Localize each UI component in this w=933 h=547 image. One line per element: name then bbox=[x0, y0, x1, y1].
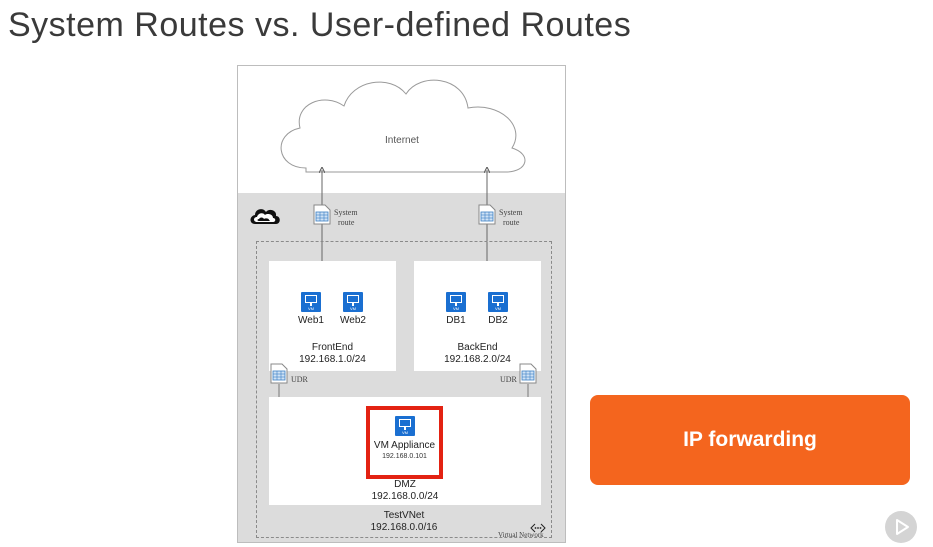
slide-title: System Routes vs. User-defined Routes bbox=[8, 6, 632, 44]
system-route-table-icon bbox=[478, 204, 496, 225]
azure-cloud-icon bbox=[247, 204, 283, 232]
virtual-network-icon bbox=[530, 518, 546, 537]
vm-db1: VM DB1 bbox=[443, 292, 469, 326]
vm-icon: VM bbox=[301, 292, 321, 312]
udr-table-icon bbox=[519, 363, 537, 384]
vm-appliance-highlight: VM VM Appliance 192.168.0.101 bbox=[366, 406, 443, 479]
vm-db2: VM DB2 bbox=[485, 292, 511, 326]
backend-subnet: VM DB1 VM DB2 BackEnd 192.168.2.0/24 bbox=[414, 261, 541, 371]
vm-appliance-icon: VM bbox=[392, 416, 418, 436]
vm-icon: VM bbox=[446, 292, 466, 312]
vm-web2: VM Web2 bbox=[340, 292, 366, 326]
udr-label-right: UDR bbox=[500, 375, 517, 384]
vm-appliance-name: VM Appliance bbox=[373, 440, 436, 451]
system-route-label-left: System route bbox=[334, 208, 358, 227]
play-icon bbox=[896, 519, 909, 535]
vnet-label: TestVNet 192.168.0.0/16 bbox=[370, 510, 438, 533]
dmz-label: DMZ 192.168.0.0/24 bbox=[371, 479, 439, 502]
system-route-table-icon bbox=[313, 204, 331, 225]
vm-icon: VM bbox=[343, 292, 363, 312]
vm-icon: VM bbox=[395, 416, 415, 436]
internet-cloud: Internet bbox=[266, 68, 538, 184]
frontend-subnet: VM Web1 VM Web2 FrontEnd 192.168.1.0/24 bbox=[269, 261, 396, 371]
virtual-network-label: Virtual Network bbox=[498, 531, 544, 539]
cloud-icon bbox=[280, 79, 526, 173]
backend-label: BackEnd 192.168.2.0/24 bbox=[444, 342, 511, 365]
frontend-label: FrontEnd 192.168.1.0/24 bbox=[299, 342, 366, 365]
vm-web1: VM Web1 bbox=[298, 292, 324, 326]
network-diagram: Internet bbox=[237, 65, 566, 543]
udr-label-left: UDR bbox=[291, 375, 308, 384]
play-badge[interactable] bbox=[885, 511, 917, 543]
internet-label: Internet bbox=[385, 135, 419, 146]
vm-appliance-ip: 192.168.0.101 bbox=[382, 453, 427, 460]
vm-icon: VM bbox=[488, 292, 508, 312]
virtual-network-boundary bbox=[256, 241, 552, 538]
udr-table-icon bbox=[270, 363, 288, 384]
system-route-label-right: System route bbox=[499, 208, 523, 227]
ip-forwarding-button[interactable]: IP forwarding bbox=[590, 395, 910, 485]
